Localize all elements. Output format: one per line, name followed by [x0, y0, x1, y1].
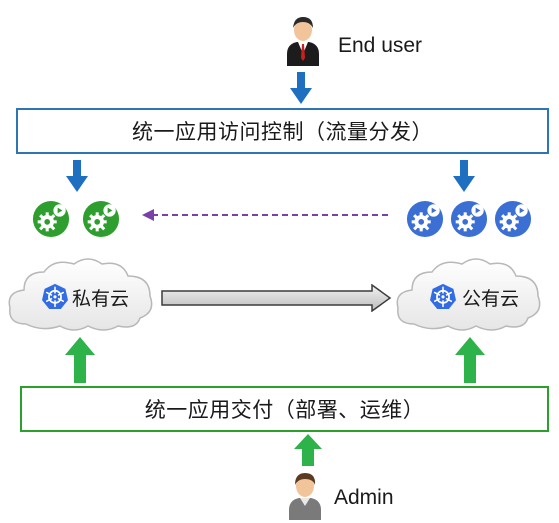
public-cloud-label: 公有云	[462, 288, 520, 310]
delivery-arrow-up	[455, 337, 485, 383]
app-gear-icon	[32, 200, 70, 238]
app-gear-icon	[450, 200, 488, 238]
private-cloud-label: 私有云	[72, 288, 130, 310]
admin-label: Admin	[334, 486, 394, 509]
private-cloud-shape	[8, 258, 153, 331]
kubernetes-icon	[430, 283, 456, 309]
access-control-box: 统一应用访问控制（流量分发）	[16, 108, 549, 154]
flow-arrow-down	[66, 160, 88, 192]
delivery-arrow-up	[65, 337, 95, 383]
app-gear-icon	[406, 200, 444, 238]
admin-arrow-up	[294, 434, 322, 466]
delivery-box: 统一应用交付（部署、运维）	[20, 386, 549, 432]
cloud-transfer-arrow	[161, 284, 392, 312]
end-user-label: End user	[338, 34, 423, 57]
user-icon	[289, 473, 321, 520]
kubernetes-icon	[42, 283, 68, 309]
flow-arrow-down	[453, 160, 475, 192]
app-gear-icon	[494, 200, 532, 238]
business-user-icon	[287, 17, 319, 66]
dashed-migration-arrow	[142, 209, 392, 221]
flow-arrow-down	[290, 72, 312, 104]
access-control-text: 统一应用访问控制（流量分发）	[132, 120, 433, 144]
app-gear-icon	[82, 200, 120, 238]
public-cloud-shape	[396, 258, 541, 331]
delivery-text: 统一应用交付（部署、运维）	[144, 398, 425, 422]
